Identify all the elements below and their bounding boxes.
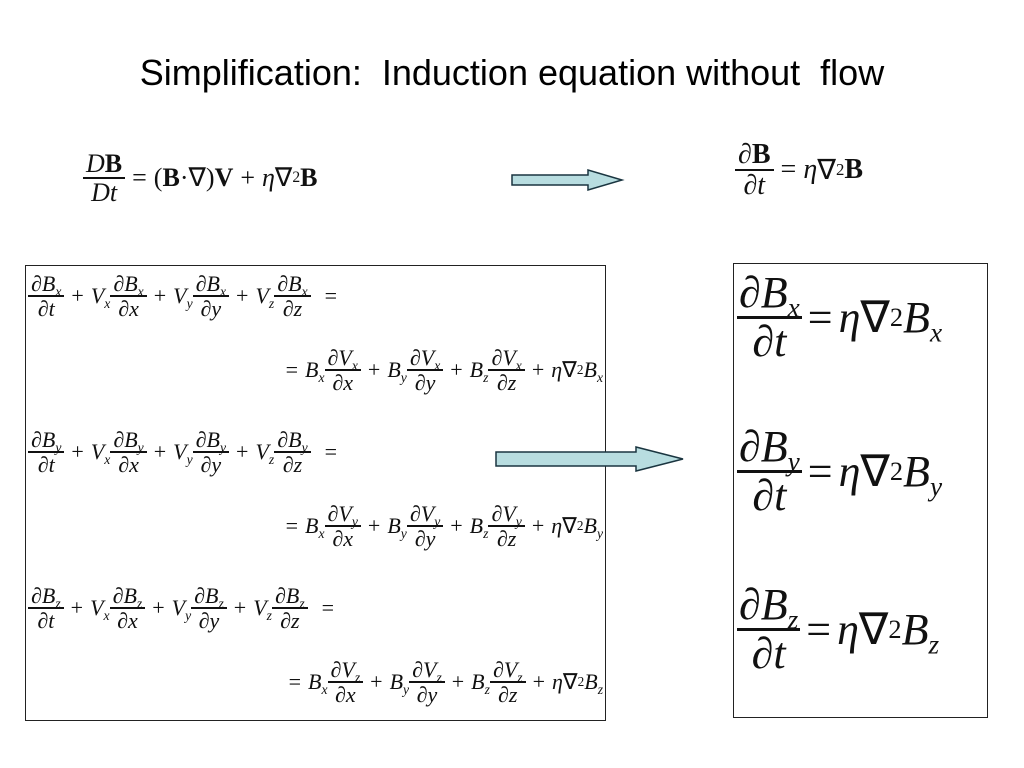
component-equation-lhs: ∂Bz∂t+Vx∂Bz∂x+Vy∂Bz∂y+Vz∂Bz∂z= — [28, 584, 341, 632]
component-equations-box: ∂Bx∂t+Vx∂Bx∂x+Vy∂Bx∂y+Vz∂Bx∂z= =Bx∂Vx∂x+B… — [25, 265, 606, 721]
component-equation-lhs: ∂By∂t+Vx∂By∂x+Vy∂By∂y+Vz∂By∂z= — [28, 428, 344, 476]
page-title: Simplification: Induction equation witho… — [139, 52, 885, 93]
right-arrow-icon — [511, 168, 625, 192]
partial-derivative-fraction: ∂B ∂t — [735, 140, 774, 200]
material-derivative-fraction: DB Dt — [83, 150, 126, 206]
right-arrow-icon — [495, 446, 684, 472]
component-equation-lhs: ∂Bx∂t+Vx∂Bx∂x+Vy∂Bx∂y+Vz∂Bx∂z= — [28, 272, 344, 320]
